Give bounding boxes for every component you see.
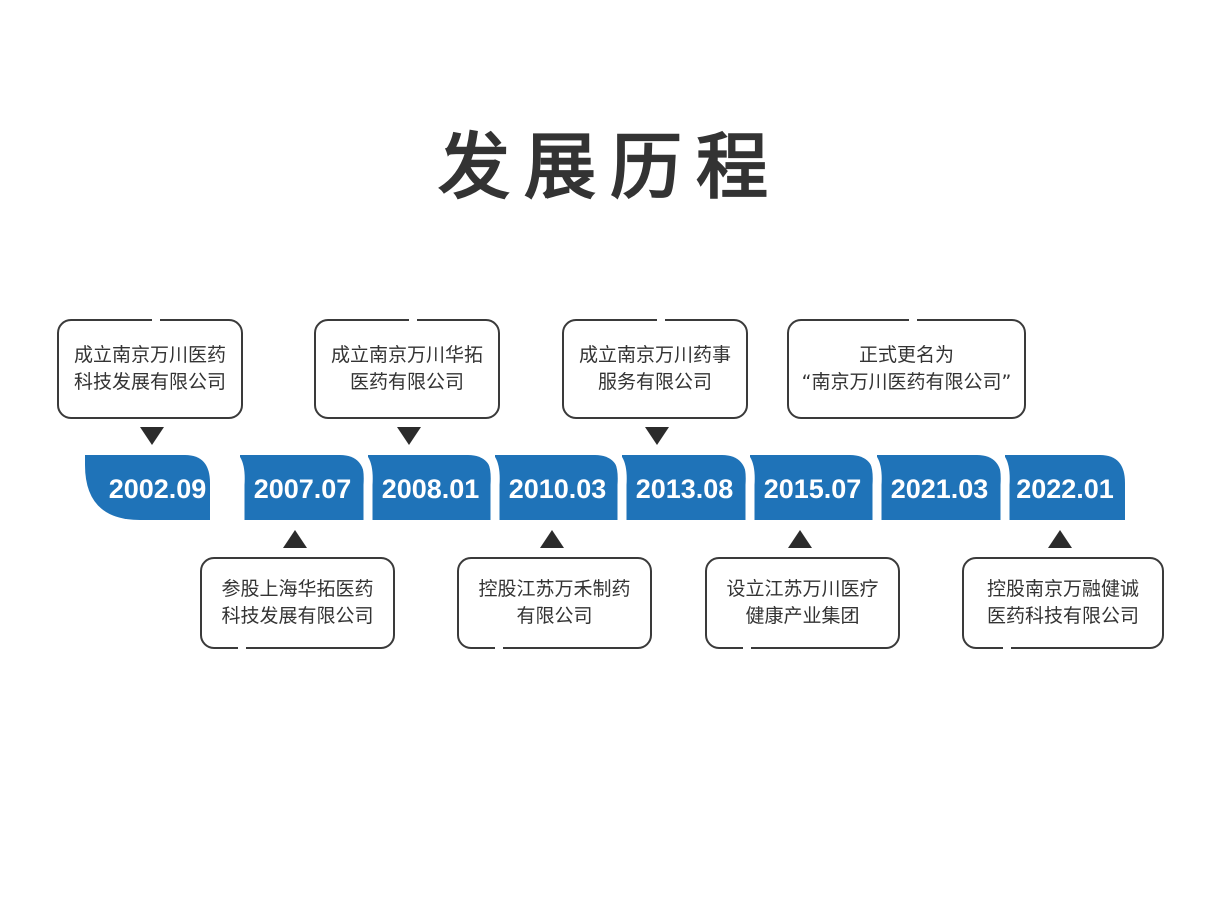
milestone-text-line: 有限公司 [516,605,593,627]
milestone-text-line: 科技发展有限公司 [73,371,226,393]
milestone-text-line: 参股上海华拓医药 [221,578,374,600]
arrow-up-icon [540,530,564,548]
arrow-up-icon [1048,530,1072,548]
segment-divider [989,448,1010,522]
milestone-box: 控股江苏万禾制药有限公司 [457,557,652,650]
milestone-box: 控股南京万融健诚医药科技有限公司 [962,557,1164,650]
milestone-box: 成立南京万川医药科技发展有限公司 [57,318,243,419]
milestone-text-line: 科技发展有限公司 [221,605,374,627]
milestone-date: 2008.01 [382,474,480,504]
timeline-segment [1005,455,1125,520]
timeline-segment [750,455,875,520]
timeline-segment [368,455,493,520]
milestone-text-line: 医药有限公司 [349,371,464,393]
milestone-text-line: 服务有限公司 [597,371,712,393]
milestone-date: 2022.01 [1016,474,1114,504]
arrow-up-icon [788,530,812,548]
milestone-date: 2002.09 [109,474,207,504]
timeline-segment [85,455,210,520]
milestone-text-line: 控股南京万融健诚 [986,578,1139,600]
segment-divider [606,448,627,522]
segment-divider [479,448,500,522]
milestone-text-line: 成立南京万川药事 [578,344,731,366]
milestone-box: 设立江苏万川医疗健康产业集团 [705,557,900,650]
milestone-text-line: 控股江苏万禾制药 [478,578,631,600]
segment-divider [861,448,882,522]
segment-divider [352,448,373,522]
milestone-text-line: 医药科技有限公司 [986,605,1139,627]
milestone-box: 成立南京万川药事服务有限公司 [562,318,748,419]
milestone-box: 参股上海华拓医药科技发展有限公司 [200,557,395,650]
milestone-date: 2015.07 [764,474,862,504]
milestone-text-line: 成立南京万川华拓 [330,344,483,366]
milestone-text-line: 设立江苏万川医疗 [726,578,879,600]
milestone-date: 2013.08 [636,474,734,504]
timeline-segment [622,455,747,520]
milestone-box: 成立南京万川华拓医药有限公司 [314,318,500,419]
segment-divider [224,448,245,522]
arrow-up-icon [283,530,307,548]
segment-divider [734,448,755,522]
timeline-segment [877,455,1002,520]
milestone-box: 正式更名为 “南京万川医药有限公司” [787,318,1026,419]
milestone-date: 2010.03 [509,474,607,504]
milestone-text-line: 健康产业集团 [745,605,860,627]
arrow-down-icon [645,427,669,445]
arrow-down-icon [140,427,164,445]
timeline-segment [495,455,620,520]
arrow-down-icon [397,427,421,445]
milestone-text-line: 正式更名为 [858,344,954,366]
milestone-text-line: 成立南京万川医药 [73,344,226,366]
page-title: 发展历程 [437,125,782,209]
milestone-text-line: “南京万川医药有限公司” [801,371,1012,393]
timeline-segment [240,455,365,520]
milestone-date: 2007.07 [254,474,352,504]
milestone-date: 2021.03 [891,474,989,504]
